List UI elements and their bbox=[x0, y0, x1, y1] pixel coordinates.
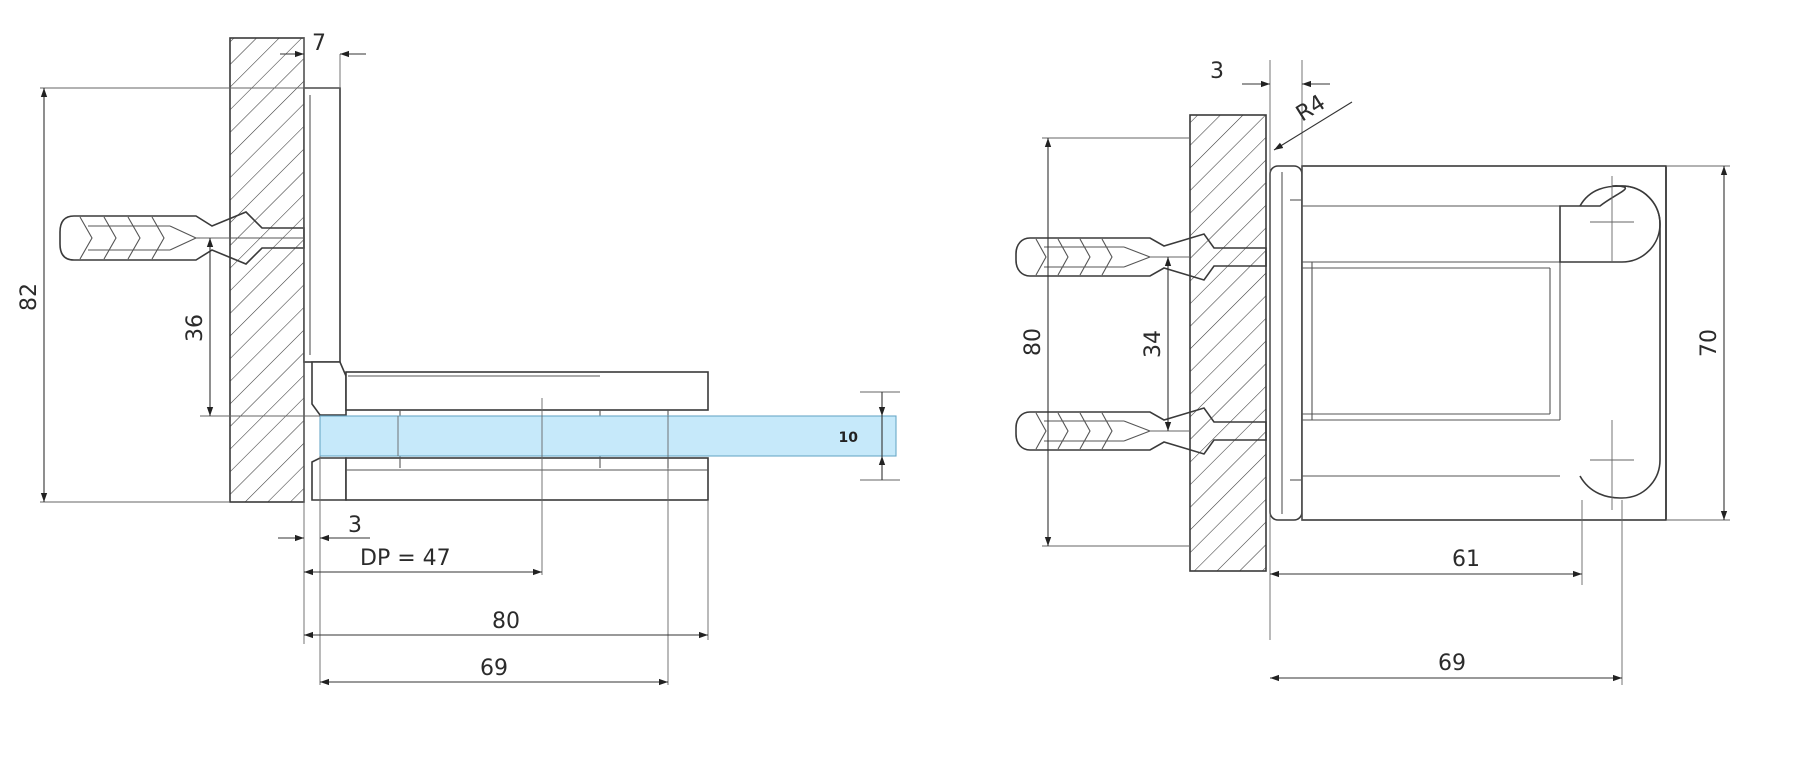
right-base-plate bbox=[1269, 165, 1303, 521]
right-wall bbox=[1189, 114, 1267, 572]
right-wall-anchor-bottom bbox=[1015, 407, 1267, 455]
right-dim-61: 61 bbox=[1452, 547, 1480, 572]
left-dim-82: 82 bbox=[17, 283, 42, 311]
left-dim-glass-thickness: 10 bbox=[839, 430, 859, 446]
right-wall-anchor-top bbox=[1015, 233, 1267, 281]
left-dim-dp: DP = 47 bbox=[360, 546, 451, 571]
left-mounting-plate bbox=[303, 87, 341, 363]
left-clamp-body bbox=[311, 361, 709, 501]
right-dim-69: 69 bbox=[1438, 651, 1466, 676]
left-dim-80: 80 bbox=[492, 609, 520, 634]
left-view: 7 82 36 3 DP = 47 80 69 10 bbox=[17, 31, 900, 686]
left-dim-36: 36 bbox=[183, 314, 208, 342]
right-dim-80: 80 bbox=[1021, 328, 1046, 356]
left-glass-panel bbox=[319, 415, 897, 457]
right-hinge-body bbox=[1290, 165, 1667, 521]
right-dim-70: 70 bbox=[1697, 329, 1722, 357]
left-wall bbox=[229, 37, 305, 503]
right-dim-3: 3 bbox=[1210, 59, 1224, 84]
right-dim-34: 34 bbox=[1141, 330, 1166, 358]
right-view: 3 R4 80 34 70 61 69 bbox=[1015, 59, 1730, 685]
right-center-marks bbox=[1590, 176, 1634, 510]
left-dim-3: 3 bbox=[348, 513, 362, 538]
left-dim-7: 7 bbox=[312, 31, 326, 56]
right-dim-r4: R4 bbox=[1292, 90, 1330, 127]
right-dim-r4-line bbox=[1273, 101, 1353, 151]
left-dim-69: 69 bbox=[480, 656, 508, 681]
